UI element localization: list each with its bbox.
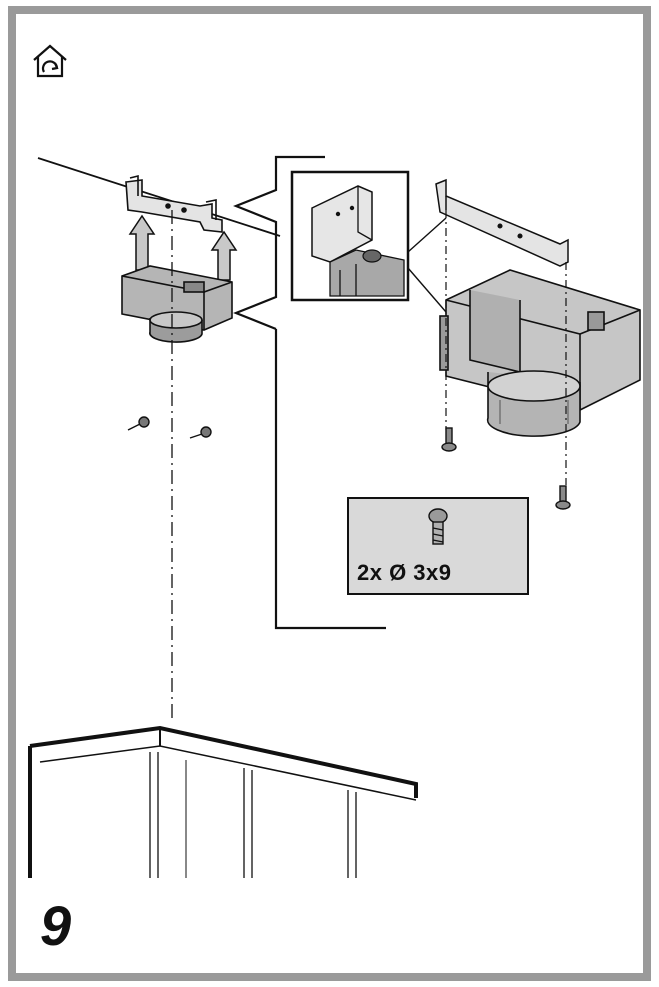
detail-zoom-box: [290, 170, 410, 302]
right-duct-connector: [439, 269, 641, 437]
screw-icon: [428, 508, 448, 545]
right-mounting-bracket: [435, 178, 569, 267]
ceiling-line: [37, 157, 281, 237]
left-duct-connector: [121, 265, 233, 343]
screw-spec-label: 2x Ø 3x9: [357, 560, 452, 585]
house-with-circular-arrow-icon: [33, 44, 67, 78]
hood-cabinet: [28, 725, 418, 878]
lift-arrows: [128, 214, 238, 281]
detail-brackets: [233, 155, 386, 630]
left-screws: [127, 416, 212, 439]
left-mounting-bracket: [125, 174, 223, 233]
right-screws: [441, 427, 571, 510]
step-number: 9: [40, 894, 72, 957]
zoom-leader-lines: [407, 217, 447, 313]
right-alignment-axes: [445, 210, 567, 485]
page-border: [8, 6, 651, 981]
